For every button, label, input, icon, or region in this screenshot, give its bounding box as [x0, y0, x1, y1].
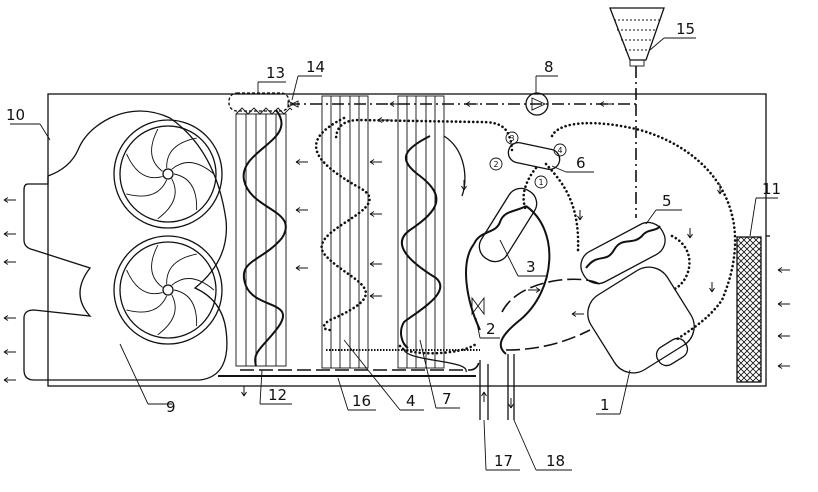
label-15: 15 — [676, 20, 695, 38]
label-4: 4 — [406, 392, 416, 410]
circled-marker-3: 3 — [509, 134, 514, 143]
fan-blade — [172, 278, 214, 290]
expansion-valve — [472, 298, 484, 314]
refrigerant-circuit — [218, 120, 735, 420]
fan-impeller-lower — [114, 236, 222, 344]
fan-blade — [172, 162, 214, 174]
fan-impeller-upper — [114, 120, 222, 228]
label-3: 3 — [526, 258, 536, 276]
water-tank — [610, 8, 664, 60]
label-16: 16 — [352, 392, 371, 410]
circled-marker-4: 4 — [557, 146, 562, 155]
label-2: 2 — [486, 320, 496, 338]
heat-exchanger-3 — [474, 183, 542, 267]
heat-exchanger-4 — [316, 96, 369, 368]
circled-marker-1: 1 — [538, 178, 543, 187]
compressor — [580, 259, 703, 381]
label-8: 8 — [544, 58, 554, 76]
label-11: 11 — [762, 180, 781, 198]
air-inlet-arrows — [778, 268, 790, 369]
fan-blade — [152, 245, 163, 287]
label-9: 9 — [166, 398, 176, 416]
water-supply-line — [290, 66, 636, 104]
internal-airflow-arrows — [296, 118, 390, 299]
air-filter — [737, 237, 761, 382]
fan-blade — [127, 180, 167, 196]
leader-lines — [10, 38, 778, 470]
heat-exchanger-7 — [398, 96, 444, 368]
label-18: 18 — [546, 452, 565, 470]
label-13: 13 — [266, 64, 285, 82]
fan-blade — [158, 179, 175, 219]
label-7: 7 — [442, 390, 452, 408]
fan-blade — [158, 295, 175, 335]
label-1: 1 — [600, 396, 610, 414]
heat-exchanger-12 — [236, 108, 292, 366]
label-14: 14 — [306, 58, 325, 76]
air-outlet-arrows — [4, 198, 16, 383]
label-10: 10 — [6, 106, 25, 124]
fan-blade — [127, 296, 167, 312]
fan-blade — [174, 290, 197, 326]
label-12: 12 — [268, 386, 287, 404]
label-17: 17 — [494, 452, 513, 470]
heat-exchanger-5 — [575, 217, 670, 289]
circled-marker-2: 2 — [493, 160, 498, 169]
spray-pad — [229, 93, 289, 111]
label-5: 5 — [662, 192, 672, 210]
label-6: 6 — [576, 154, 586, 172]
fan-blade — [152, 129, 163, 171]
fan-blade — [174, 174, 197, 210]
